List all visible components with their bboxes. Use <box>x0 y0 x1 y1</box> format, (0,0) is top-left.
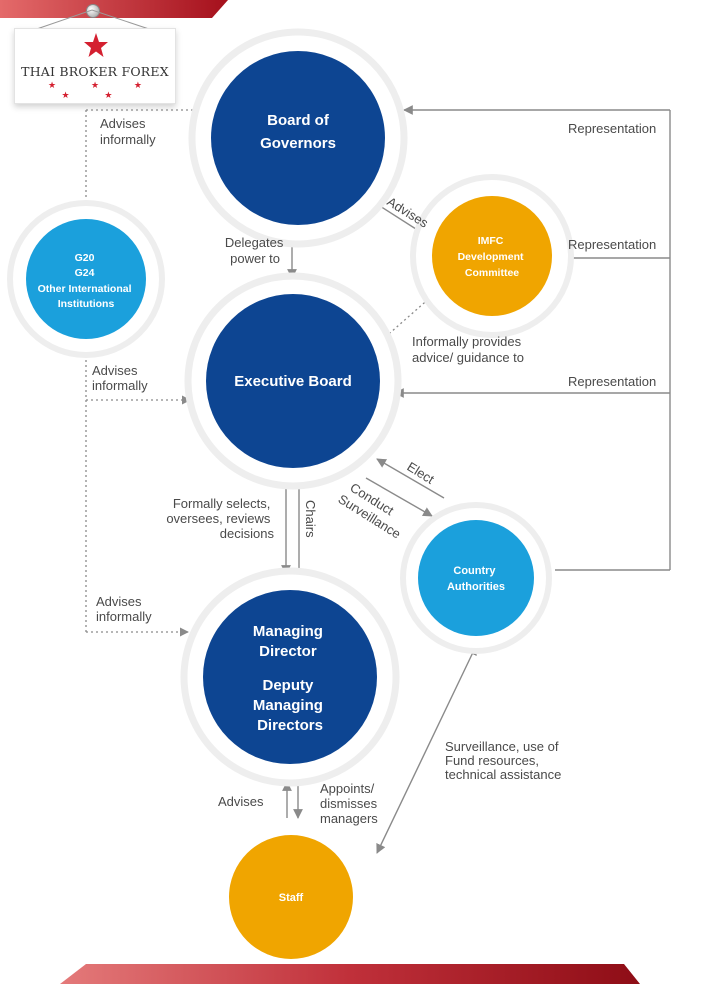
executive-board-node: Executive Board <box>184 272 402 490</box>
advises-informally-bog-label: Advises informally <box>100 116 156 147</box>
representation-frame <box>555 110 671 571</box>
chairs-label: Chairs <box>303 500 318 538</box>
red-star-icon <box>84 33 108 57</box>
imfc-informal-arrow <box>381 295 433 341</box>
conduct-surveillance-label: Conduct Surveillance <box>336 478 412 542</box>
top-ribbon <box>0 0 228 18</box>
bog-label-2: Governors <box>260 135 336 152</box>
bog-label-1: Board of <box>267 112 330 129</box>
country-authorities-node: Country Authorities <box>400 502 552 654</box>
advises-informally-md-label: Advises informally <box>96 594 152 624</box>
brand-name: THAI BROKER FOREX <box>21 64 169 79</box>
representation-imfc-label: Representation <box>568 237 656 252</box>
formally-selects-label: Formally selects, oversees, reviews deci… <box>166 496 274 541</box>
md-label-4: Managing <box>253 697 323 714</box>
md-label-5: Directors <box>257 717 323 734</box>
board-of-governors-node: Board of Governors <box>188 28 408 248</box>
eb-label: Executive Board <box>234 373 352 390</box>
imfc-label-3: Committee <box>465 267 519 279</box>
imfc-label-2: Development <box>458 251 524 263</box>
advises-informally-eb-label: Advises informally <box>92 363 148 393</box>
svg-text:G20 G24 Other Inte: G20 G24 Other International Institutions <box>38 252 135 310</box>
svg-text:Executive Board: Executive Board <box>234 373 352 390</box>
bottom-ribbon <box>60 964 640 984</box>
country-label-1: Country <box>453 565 496 577</box>
elect-label: Elect <box>404 459 437 487</box>
g20-label-1: G20 <box>75 252 95 264</box>
md-label-2: Director <box>259 643 317 660</box>
pin-icon <box>86 4 100 18</box>
staff-label: Staff <box>279 892 304 904</box>
representation-eb-label: Representation <box>568 374 656 389</box>
g20-label-4: Institutions <box>58 298 115 310</box>
advises-staff-label: Advises <box>218 794 264 809</box>
managing-director-node: Managing Director Deputy Managing Direct… <box>180 567 400 787</box>
staff-node: Staff <box>229 835 353 959</box>
imfc-label-1: IMFC <box>478 235 504 247</box>
surveillance-arrow <box>365 477 433 517</box>
informally-provides-label: Informally provides advice/ guidance to <box>412 334 525 365</box>
staff-country-arrow <box>376 645 477 854</box>
imfc-node: IMFC Development Committee <box>410 174 574 338</box>
md-label-3: Deputy <box>262 677 313 694</box>
hanging-string <box>27 9 159 33</box>
svg-text:Staff: Staff <box>279 892 304 904</box>
g20-node: G20 G24 Other International Institutions <box>7 200 165 358</box>
svg-text:IMFC Development C: IMFC Development Committee <box>458 235 527 279</box>
country-label-2: Authorities <box>447 581 505 593</box>
svg-text:Managing Director: Managing Director Deputy Managing Direct… <box>253 623 327 734</box>
svg-text:Country Authorities: Country Authorities <box>447 565 505 593</box>
appoints-dismisses-label: Appoints/ dismisses managers <box>320 781 381 826</box>
delegates-label: Delegates power to <box>225 235 287 266</box>
md-label-1: Managing <box>253 623 323 640</box>
g20-label-3: Other International <box>38 283 132 295</box>
surveillance-resources-label: Surveillance, use of Fund resources, tec… <box>445 739 562 782</box>
g20-label-2: G24 <box>75 267 95 279</box>
elect-arrow <box>376 458 445 499</box>
brand-logo: THAI BROKER FOREX ★ ★ ★ ★ ★ <box>14 28 176 104</box>
representation-bog-label: Representation <box>568 121 656 136</box>
rating-stars: ★ ★ ★ ★ ★ <box>48 81 158 101</box>
